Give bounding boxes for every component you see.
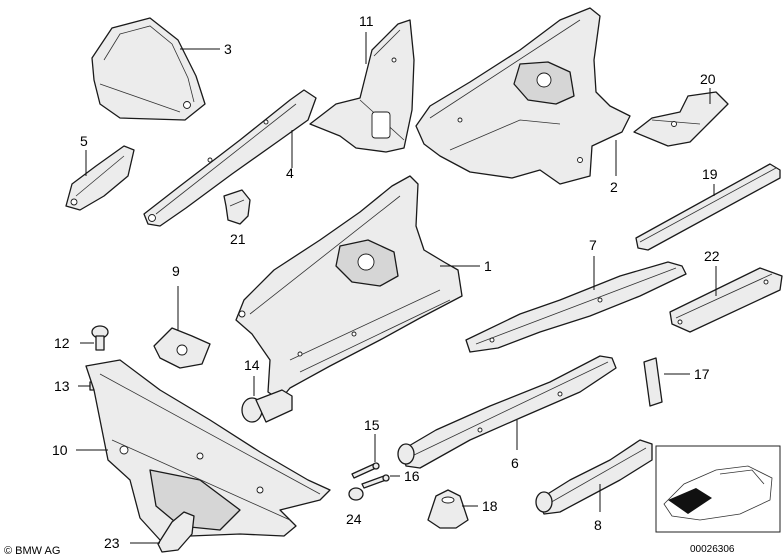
part-21-clip[interactable] [223, 189, 251, 225]
part-24-plug[interactable] [348, 487, 364, 501]
callout-18[interactable]: 18 [482, 498, 498, 514]
part-10-front-carrier[interactable] [85, 359, 331, 541]
car-location-thumbnail [655, 445, 781, 533]
part-9-bracket[interactable] [153, 327, 211, 369]
callout-15[interactable]: 15 [364, 417, 380, 433]
callout-8[interactable]: 8 [594, 517, 602, 533]
part-7-lower-rail[interactable] [465, 261, 687, 353]
part-3-wheel-arch-cover[interactable] [91, 17, 206, 121]
callout-20[interactable]: 20 [700, 71, 716, 87]
callout-3[interactable]: 3 [224, 41, 232, 57]
callout-16[interactable]: 16 [404, 468, 420, 484]
callout-21[interactable]: 21 [230, 231, 246, 247]
callout-19[interactable]: 19 [702, 166, 718, 182]
part-22-plate[interactable] [669, 267, 783, 333]
callout-6[interactable]: 6 [511, 455, 519, 471]
part-8-lower-member[interactable] [535, 439, 653, 515]
part-16-bolt[interactable] [361, 474, 390, 489]
part-23-bracket[interactable] [157, 511, 195, 553]
part-4-rail[interactable] [143, 89, 317, 227]
callout-5[interactable]: 5 [80, 133, 88, 149]
callout-13[interactable]: 13 [54, 378, 70, 394]
callout-10[interactable]: 10 [52, 442, 68, 458]
part-17-bracket[interactable] [643, 357, 663, 407]
part-19-beam[interactable] [635, 163, 781, 251]
callout-7[interactable]: 7 [589, 237, 597, 253]
part-2-wheel-housing[interactable] [415, 7, 631, 185]
callout-4[interactable]: 4 [286, 165, 294, 181]
callout-9[interactable]: 9 [172, 263, 180, 279]
callout-23[interactable]: 23 [104, 535, 120, 551]
callout-11[interactable]: 11 [359, 13, 374, 29]
callout-2[interactable]: 2 [610, 179, 618, 195]
part-14-crash-box[interactable] [241, 389, 293, 423]
callout-12[interactable]: 12 [54, 335, 70, 351]
callout-1[interactable]: 1 [484, 258, 492, 274]
callout-17[interactable]: 17 [694, 366, 710, 382]
diagram-number: 00026306 [690, 544, 735, 555]
part-1-wheel-housing[interactable] [235, 175, 463, 401]
part-5-bracket[interactable] [65, 145, 135, 211]
brand-label: © BMW AG [4, 545, 60, 557]
part-11-pillar-panel[interactable] [309, 19, 415, 153]
callout-22[interactable]: 22 [704, 248, 720, 264]
part-6-longitudinal-member[interactable] [397, 355, 617, 469]
part-15-bolt[interactable] [351, 462, 380, 479]
part-20-floor-bracket[interactable] [633, 91, 729, 147]
callout-24[interactable]: 24 [346, 511, 362, 527]
part-12-plug[interactable] [91, 325, 109, 351]
part-18-bump-stop[interactable] [427, 489, 469, 529]
callout-14[interactable]: 14 [244, 357, 260, 373]
